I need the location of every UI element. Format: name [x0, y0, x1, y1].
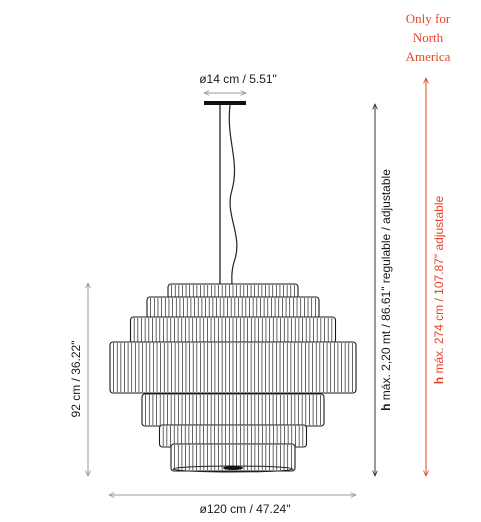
note-line-1: Only for	[406, 11, 451, 26]
total-width-label: ø120 cm / 47.24"	[200, 502, 291, 516]
max-height-dimension: h máx. 2,20 mt / 86.61" regulable / adju…	[375, 104, 393, 476]
max-height-na-label: h máx. 274 cm / 107.87" adjustable	[432, 195, 446, 384]
max-height-na-text: máx. 274 cm / 107.87" adjustable	[432, 195, 446, 376]
max-height-na-dimension: h máx. 274 cm / 107.87" adjustable	[426, 78, 446, 476]
max-height-na-symbol: h	[432, 377, 446, 384]
lamp-tier	[141, 393, 325, 427]
canopy	[204, 101, 246, 105]
north-america-note: Only for North America	[406, 11, 451, 64]
body-height-dimension: 92 cm / 36.22"	[69, 283, 88, 476]
lamp-tier	[129, 316, 337, 344]
note-line-2: North	[413, 30, 444, 45]
lamp-tier	[170, 443, 296, 472]
max-height-label: h máx. 2,20 mt / 86.61" regulable / adju…	[379, 169, 393, 411]
lamp-tier	[146, 296, 320, 319]
lamp-tier	[158, 424, 308, 448]
lamp-tier	[109, 341, 357, 394]
lamp-suspension	[204, 101, 246, 288]
canopy-width-label: ø14 cm / 5.51"	[199, 72, 277, 86]
power-cable	[228, 104, 238, 288]
lamp-bulb-hole	[223, 466, 243, 470]
lamp-tier	[167, 283, 299, 299]
body-height-label: 92 cm / 36.22"	[69, 341, 83, 418]
max-height-text: máx. 2,20 mt / 86.61" regulable / adjust…	[379, 169, 393, 404]
canopy-width-dimension: ø14 cm / 5.51"	[199, 72, 277, 93]
lamp-shade	[109, 283, 357, 472]
note-line-3: America	[406, 49, 451, 64]
max-height-symbol: h	[379, 404, 393, 411]
total-width-dimension: ø120 cm / 47.24"	[109, 495, 356, 516]
